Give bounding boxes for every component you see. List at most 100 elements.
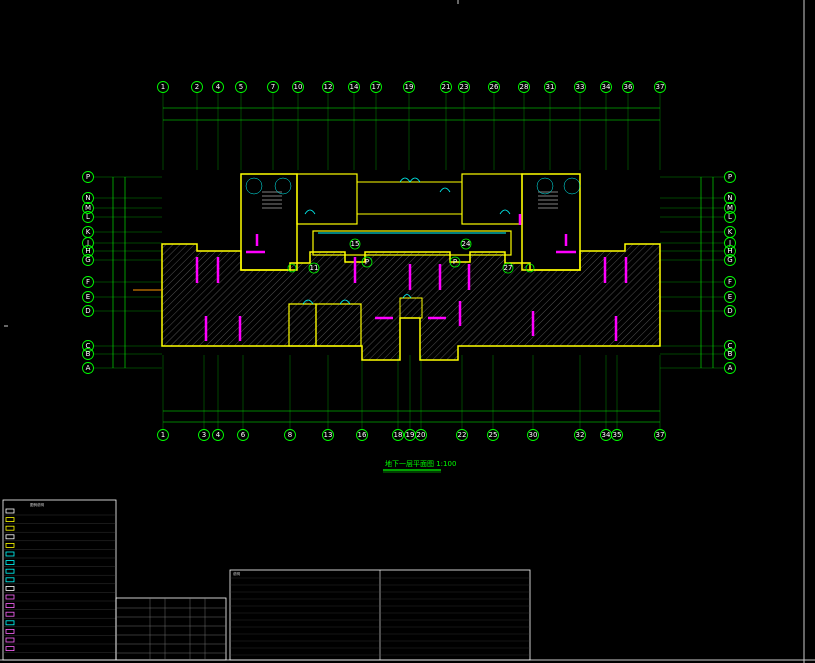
axis-bubble-bottom-30-label: 30 xyxy=(529,431,538,439)
axis-bubble-left-M: M xyxy=(82,202,94,214)
axis-bubble-top-21: 21 xyxy=(440,81,452,93)
legend-swatch xyxy=(5,620,15,626)
axis-bubble-left-P: P xyxy=(82,171,94,183)
axis-bubble-top-17: 17 xyxy=(370,81,382,93)
legend-table: 图例说明 xyxy=(2,499,117,661)
axis-bubble-left-J: J xyxy=(82,237,94,249)
axis-bubble-left-L: L xyxy=(82,211,94,223)
axis-bubble-right-H: H xyxy=(724,245,736,257)
axis-bubble-bottom-25-label: 25 xyxy=(489,431,498,439)
axis-bubble-left-J-label: J xyxy=(86,239,89,247)
notes-rows xyxy=(230,577,530,656)
floor-area-hatched xyxy=(161,243,661,361)
axis-bubble-left-P-label: P xyxy=(86,173,90,181)
axis-bubble-left-A-label: A xyxy=(86,364,91,372)
axis-bubble-bottom-3: 3 xyxy=(198,429,210,441)
axis-bubble-left-H-label: H xyxy=(85,247,90,255)
axis-bubble-bottom-37-label: 37 xyxy=(656,431,665,439)
axis-bubble-top-34: 34 xyxy=(600,81,612,93)
schedule-table xyxy=(115,597,227,661)
axis-bubble-right-N-label: N xyxy=(727,194,732,202)
legend-swatch xyxy=(5,611,15,617)
axis-bubble-top-31-label: 31 xyxy=(546,83,555,91)
axis-bubble-top-23: 23 xyxy=(458,81,470,93)
axis-bubble-left-K: K xyxy=(82,226,94,238)
axis-bubble-top-1-label: 1 xyxy=(161,83,165,91)
axis-bubble-bottom-25: 25 xyxy=(487,429,499,441)
axis-bubble-top-4: 4 xyxy=(212,81,224,93)
axis-bubble-top-28-label: 28 xyxy=(520,83,529,91)
right-lobby xyxy=(461,173,523,225)
axis-bubble-left-G-label: G xyxy=(85,256,90,264)
axis-bubble-bottom-8: 8 xyxy=(284,429,296,441)
axis-bubble-right-M: M xyxy=(724,202,736,214)
axis-bubble-left-E: E xyxy=(82,291,94,303)
axis-bubble-top-12-label: 12 xyxy=(324,83,333,91)
axis-bubble-top-26: 26 xyxy=(488,81,500,93)
axis-bubble-bottom-8-label: 8 xyxy=(288,431,292,439)
axis-bubble-right-G-label: G xyxy=(727,256,732,264)
axis-bubble-top-17-label: 17 xyxy=(372,83,381,91)
axis-bubble-bottom-4: 4 xyxy=(212,429,224,441)
axis-bubble-left-H: H xyxy=(82,245,94,257)
legend-swatch xyxy=(5,551,15,557)
schedule-rows xyxy=(116,598,226,660)
axis-bubble-right-N: N xyxy=(724,192,736,204)
axis-bubble-top-31: 31 xyxy=(544,81,556,93)
axis-bubble-top-5: 5 xyxy=(235,81,247,93)
room-tag-labels: 15 24 11 27 P P xyxy=(310,240,513,272)
legend-swatch xyxy=(5,560,15,565)
axis-bubble-left-B-label: B xyxy=(86,350,91,358)
axis-bubble-left-G: G xyxy=(82,254,94,266)
axis-bubble-right-C-label: C xyxy=(728,342,733,350)
axis-bubble-right-C: C xyxy=(724,340,736,352)
axis-bubble-right-F: F xyxy=(724,276,736,288)
legend-swatch xyxy=(5,594,15,600)
axis-bubble-bottom-35-label: 35 xyxy=(613,431,622,439)
axis-bubble-bottom-6-label: 6 xyxy=(241,431,246,439)
legend-swatch xyxy=(5,543,15,548)
legend-swatch xyxy=(5,508,15,514)
axis-bubble-bottom-37: 37 xyxy=(654,429,666,441)
legend-swatch xyxy=(5,525,15,531)
room-tag-27: 27 xyxy=(504,264,513,272)
legend-swatch xyxy=(5,517,15,522)
axis-bubble-right-F-label: F xyxy=(728,278,732,286)
axis-bubble-right-M-label: M xyxy=(727,204,733,212)
axis-bubble-left-M-label: M xyxy=(85,204,91,212)
left-lobby xyxy=(296,173,358,225)
axis-bubble-right-A-label: A xyxy=(728,364,733,372)
axis-bubble-bottom-16: 16 xyxy=(356,429,368,441)
axis-grid-lines xyxy=(94,93,724,429)
axis-bubble-top-33-label: 33 xyxy=(576,83,585,91)
axis-bubble-top-10: 10 xyxy=(292,81,304,93)
axis-bubble-right-D-label: D xyxy=(727,307,732,315)
axis-bubble-right-P-label: P xyxy=(728,173,732,181)
legend-swatch xyxy=(5,577,15,583)
axis-bubble-bottom-18-label: 18 xyxy=(394,431,403,439)
axis-bubble-right-A: A xyxy=(724,362,736,374)
axis-bubble-left-C-label: C xyxy=(86,342,91,350)
legend-title: 图例说明 xyxy=(30,502,44,507)
axis-bubble-right-G: G xyxy=(724,254,736,266)
axis-bubble-left-K-label: K xyxy=(86,228,91,236)
axis-bubble-bottom-32-label: 32 xyxy=(576,431,585,439)
axis-bubble-top-10-label: 10 xyxy=(294,83,303,91)
axis-bubble-top-1: 1 xyxy=(157,81,169,93)
room-tag-p-left: P xyxy=(365,258,369,266)
axis-bubble-left-D-label: D xyxy=(85,307,90,315)
axis-bubble-top-33: 33 xyxy=(574,81,586,93)
axis-bubble-top-2: 2 xyxy=(191,81,203,93)
axis-bubble-right-E-label: E xyxy=(728,293,732,301)
axis-bubble-left-N: N xyxy=(82,192,94,204)
axis-bubble-top-26-label: 26 xyxy=(490,83,499,91)
legend-swatch xyxy=(5,637,15,643)
axis-bubble-left-B: B xyxy=(82,348,94,360)
legend-swatch xyxy=(5,586,15,591)
room-tags xyxy=(287,238,535,274)
legend-swatch xyxy=(5,568,15,574)
axis-bubble-bottom-1: 1 xyxy=(157,429,169,441)
axis-bubble-right-J-label: J xyxy=(728,239,731,247)
legend-swatch xyxy=(5,646,15,651)
